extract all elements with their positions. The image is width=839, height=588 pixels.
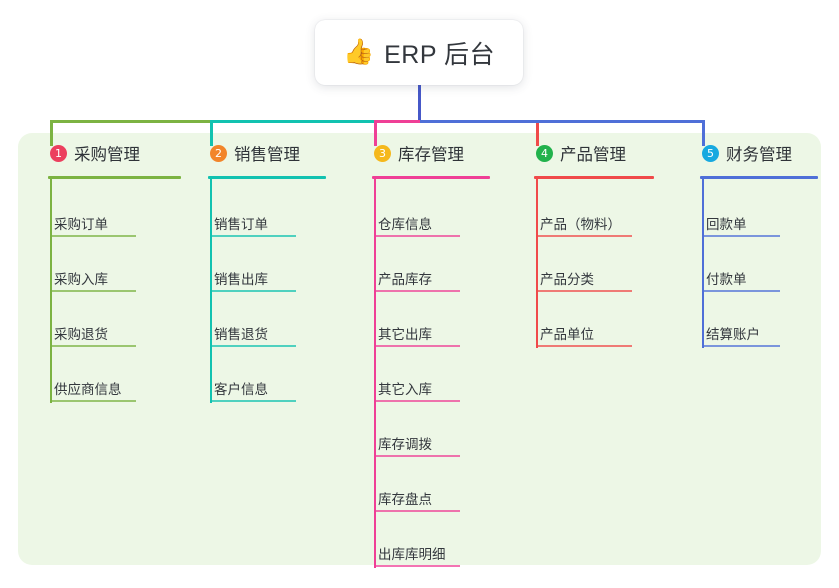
branch-underline-1 [48,176,181,179]
branch-header-1[interactable]: 1 采购管理 [36,140,140,166]
leaf-label-4-2[interactable]: 产品分类 [540,272,594,287]
branch-underline-2 [208,176,326,179]
branch-riser-1 [50,120,53,146]
leaf-underline-2-3 [210,345,296,347]
branch-title-1: 采购管理 [74,146,140,164]
leaf-underline-5-2 [702,290,780,292]
leaf-label-3-3[interactable]: 其它出库 [378,327,432,342]
branch-header-4[interactable]: 4 产品管理 [522,140,626,166]
leaf-underline-4-2 [536,290,632,292]
branch-riser-5 [702,120,705,146]
branch-column-3: 3 库存管理仓库信息产品库存其它出库其它入库库存调拨库存盘点出库库明细 [360,140,490,568]
branch-riser-3 [374,120,377,146]
branch-column-5: 5 财务管理回款单付款单结算账户 [688,140,818,348]
leaf-label-3-7[interactable]: 出库库明细 [378,547,446,562]
bus-segment-5 [419,120,702,123]
leaf-underline-1-3 [50,345,136,347]
leaf-underline-3-2 [374,290,460,292]
branch-spine-3 [374,179,376,568]
branch-underline-3 [372,176,490,179]
leaf-underline-1-4 [50,400,136,402]
leaf-underline-3-6 [374,510,460,512]
leaf-label-3-2[interactable]: 产品库存 [378,272,432,287]
leaf-underline-5-1 [702,235,780,237]
root-node-title: ERP 后台 [384,40,496,69]
branch-badge-4: 4 [536,144,553,162]
branch-spine-5 [702,179,704,348]
branch-underline-4 [534,176,654,179]
branch-header-5[interactable]: 5 财务管理 [688,140,792,166]
diagram-panel [18,133,821,565]
leaf-underline-2-4 [210,400,296,402]
leaf-underline-1-2 [50,290,136,292]
leaf-label-4-3[interactable]: 产品单位 [540,327,594,342]
branch-column-4: 4 产品管理产品（物料） 产品分类产品单位 [522,140,654,348]
thumbs-up-icon: 👍 [342,38,375,66]
branch-underline-5 [700,176,818,179]
leaf-underline-1-1 [50,235,136,237]
leaf-label-3-6[interactable]: 库存盘点 [378,492,432,507]
leaf-label-1-4[interactable]: 供应商信息 [54,382,122,397]
leaf-label-3-5[interactable]: 库存调拨 [378,437,432,452]
branch-title-3: 库存管理 [398,146,464,164]
leaf-underline-2-1 [210,235,296,237]
root-node-erp-backend[interactable]: 👍 ERP 后台 [315,20,523,85]
leaf-label-1-1[interactable]: 采购订单 [54,217,108,232]
leaf-label-5-3[interactable]: 结算账户 [706,327,760,342]
branch-header-2[interactable]: 2 销售管理 [196,140,300,166]
leaf-underline-3-7 [374,565,460,567]
leaf-label-4-1[interactable]: 产品（物料） [540,217,621,232]
leaf-label-2-1[interactable]: 销售订单 [214,217,268,232]
leaf-label-5-2[interactable]: 付款单 [706,272,747,287]
branch-badge-3: 3 [374,144,391,162]
leaf-underline-4-3 [536,345,632,347]
leaf-label-1-2[interactable]: 采购入库 [54,272,108,287]
branch-title-4: 产品管理 [560,146,626,164]
leaf-underline-3-4 [374,400,460,402]
branch-badge-5: 5 [702,144,719,162]
leaf-label-2-4[interactable]: 客户信息 [214,382,268,397]
leaf-label-5-1[interactable]: 回款单 [706,217,747,232]
bus-segment-3 [374,120,420,123]
leaf-underline-3-1 [374,235,460,237]
branch-badge-1: 1 [50,144,67,162]
leaf-label-2-2[interactable]: 销售出库 [214,272,268,287]
branch-title-5: 财务管理 [726,146,792,164]
branch-column-1: 1 采购管理采购订单采购入库采购退货供应商信息 [36,140,181,403]
branch-spine-4 [536,179,538,348]
branch-badge-2: 2 [210,144,227,162]
leaf-label-2-3[interactable]: 销售退货 [214,327,268,342]
bus-segment-2 [210,120,420,123]
leaf-underline-4-1 [536,235,632,237]
leaf-label-3-1[interactable]: 仓库信息 [378,217,432,232]
leaf-underline-3-5 [374,455,460,457]
trunk-connector [418,85,421,123]
branch-header-3[interactable]: 3 库存管理 [360,140,464,166]
branch-riser-4 [536,120,539,146]
leaf-underline-2-2 [210,290,296,292]
leaf-underline-5-3 [702,345,780,347]
leaf-label-3-4[interactable]: 其它入库 [378,382,432,397]
branch-title-2: 销售管理 [234,146,300,164]
branch-riser-2 [210,120,213,146]
branch-column-2: 2 销售管理销售订单销售出库销售退货客户信息 [196,140,326,403]
leaf-label-1-3[interactable]: 采购退货 [54,327,108,342]
leaf-underline-3-3 [374,345,460,347]
